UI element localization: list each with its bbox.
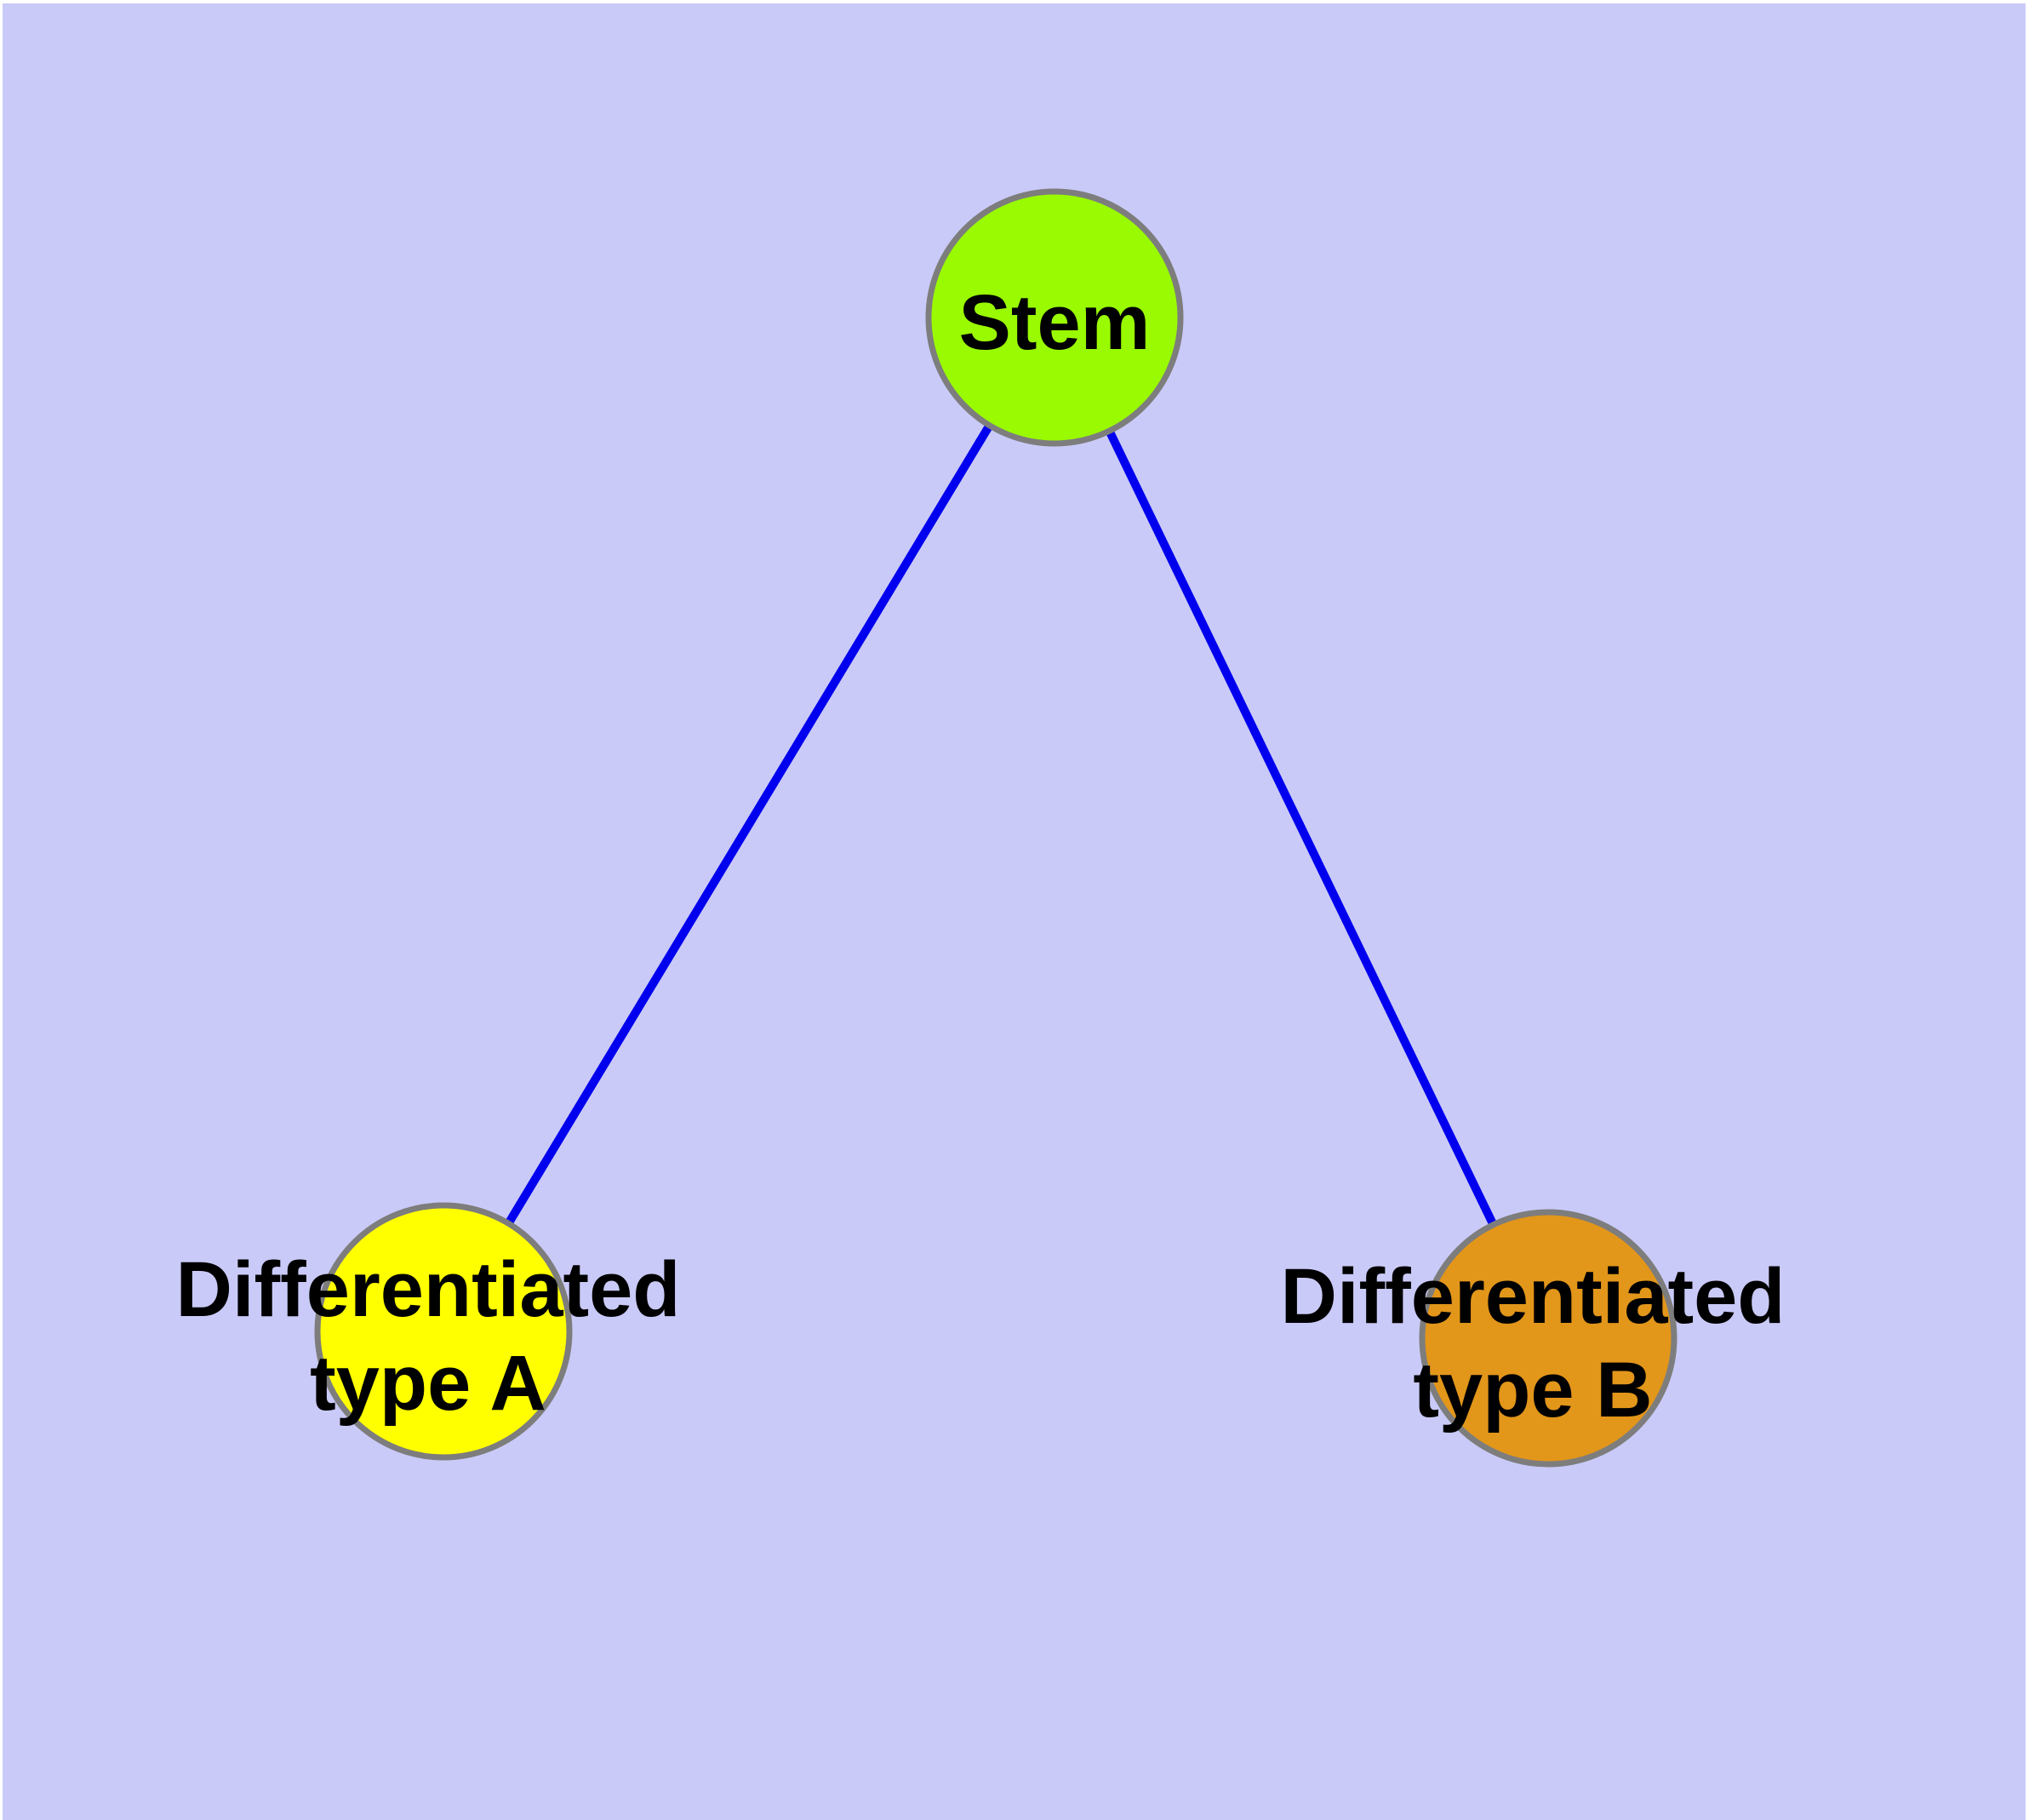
node-type-b-circle [1419,1209,1677,1468]
node-stem-label: Stem [959,276,1151,369]
node-type-a-label-line1: Differentiated [175,1246,681,1333]
node-type-b-label-line1: Differentiated [1280,1253,1786,1340]
node-type-a-label: Differentiated type A [176,1243,681,1430]
node-type-b-label-line2: type B [1413,1347,1653,1434]
edge-stem-to-type-a [439,315,1059,1334]
node-type-a-circle [314,1202,573,1461]
node-stem-label-text: Stem [958,279,1151,366]
node-type-b-label: Differentiated type B [1281,1250,1786,1437]
edge-stem-to-type-b [1050,315,1552,1341]
node-type-a-label-line2: type A [310,1340,546,1427]
node-stem-circle [925,188,1184,447]
